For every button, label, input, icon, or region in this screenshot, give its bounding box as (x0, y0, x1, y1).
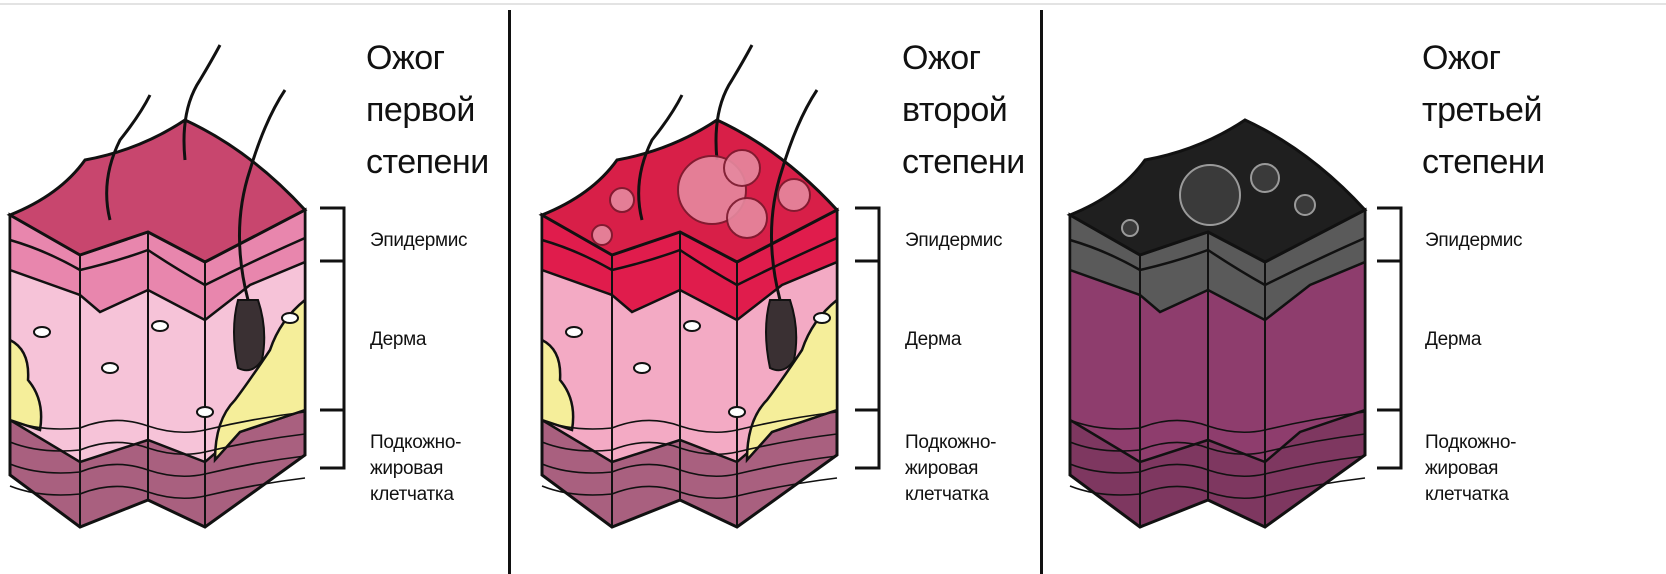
layer-brackets-first (318, 205, 348, 475)
tissue-cell (102, 363, 118, 373)
charred-blister (1251, 164, 1279, 192)
title-line: степени (902, 136, 1052, 188)
tissue-cell (34, 327, 50, 337)
skin-block-first-degree (0, 0, 330, 574)
hair-follicle (234, 300, 264, 370)
panel-title-second-degree: Ожог второй степени (902, 32, 1052, 188)
tissue-cell (684, 321, 700, 331)
panel-divider (508, 10, 511, 574)
label-dermis: Дерма (370, 327, 426, 353)
panel-title-third-degree: Ожог третьей степени (1422, 32, 1572, 188)
label-subcutis: Подкожно-жироваяклетчатка (370, 430, 461, 508)
title-line: Ожог (1422, 32, 1572, 84)
blister (724, 150, 760, 186)
charred-blister (1180, 165, 1240, 225)
label-subcutis: Подкожно-жироваяклетчатка (1425, 430, 1516, 508)
label-dermis: Дерма (905, 327, 961, 353)
label-dermis: Дерма (1425, 327, 1481, 353)
panel-divider (1040, 10, 1043, 574)
layer-brackets-third (1375, 205, 1405, 475)
tissue-cell (197, 407, 213, 417)
label-subcutis: Подкожно-жироваяклетчатка (905, 430, 996, 508)
label-epidermis: Эпидермис (370, 228, 467, 254)
title-line: третьей (1422, 84, 1572, 136)
tissue-cell (729, 407, 745, 417)
skin-block-second-degree (532, 0, 862, 574)
title-line: второй (902, 84, 1052, 136)
tissue-cell (814, 313, 830, 323)
tissue-cell (634, 363, 650, 373)
tissue-cell (282, 313, 298, 323)
charred-blister (1122, 220, 1138, 236)
skin-block-third-degree (1060, 0, 1390, 574)
blister (778, 179, 810, 211)
layer-brackets-second (853, 205, 883, 475)
tissue-cell (152, 321, 168, 331)
tissue-cell (566, 327, 582, 337)
blister (727, 198, 767, 238)
title-line: Ожог (902, 32, 1052, 84)
label-epidermis: Эпидермис (1425, 228, 1522, 254)
panel-title-first-degree: Ожог первой степени (366, 32, 516, 188)
charred-blister (1295, 195, 1315, 215)
blister (592, 225, 612, 245)
title-line: степени (1422, 136, 1572, 188)
blister (610, 188, 634, 212)
label-epidermis: Эпидермис (905, 228, 1002, 254)
title-line: Ожог (366, 32, 516, 84)
title-line: первой (366, 84, 516, 136)
hair-follicle (766, 300, 796, 370)
title-line: степени (366, 136, 516, 188)
